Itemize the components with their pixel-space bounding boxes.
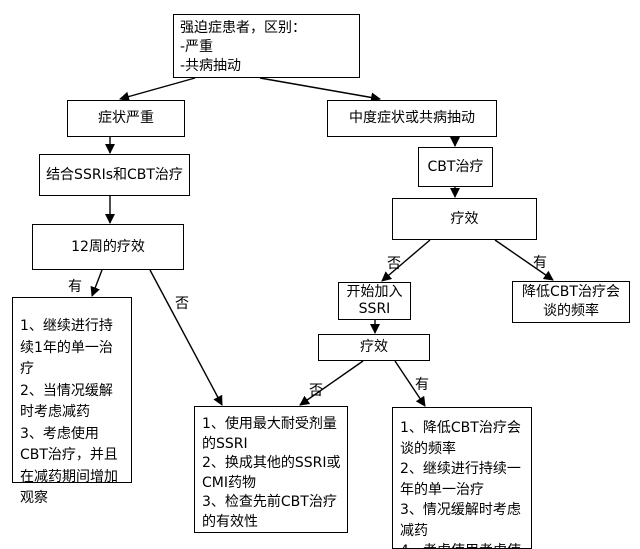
label-yes-2: 有 (533, 255, 547, 271)
edge-efficacy2-to-yes-right (394, 360, 426, 407)
label-no-1: 否 (175, 296, 189, 312)
edge-week12-to-no-mid (149, 269, 223, 406)
node-cbt: CBT治疗 (418, 147, 493, 187)
node-add-ssri: 开始加入SSRI (338, 282, 411, 320)
node-reduce-cbt: 降低CBT治疗会谈的频率 (512, 281, 630, 323)
node-week12: 12周的疗效 (32, 224, 184, 270)
node-combo: 结合SSRIs和CBT治疗 (39, 154, 190, 196)
edge-efficacy2-to-no-mid (299, 360, 364, 406)
node-start: 强迫症患者，区别： -严重 -共病抽动 (173, 14, 360, 78)
edge-efficacy1-to-reduce-cbt (494, 239, 554, 281)
node-yes-right: 1、降低CBT治疗会谈的频率 2、继续进行持续一年的单一治疗 3、情况缓解时考虑… (392, 407, 532, 549)
edge-week12-to-yes-left (90, 269, 103, 297)
node-severe: 症状严重 (67, 100, 185, 137)
node-no-mid: 1、使用最大耐受剂量的SSRI 2、换成其他的SSRI或CMI药物 3、检查先前… (194, 406, 348, 533)
edge-efficacy1-to-add-ssri (381, 239, 431, 282)
node-efficacy1: 疗效 (392, 198, 537, 240)
label-yes-1: 有 (68, 279, 82, 295)
label-no-2: 否 (387, 256, 401, 272)
node-moderate: 中度症状或共病抽动 (327, 100, 497, 137)
edge-start-to-severe (119, 77, 196, 102)
label-no-3: 否 (309, 383, 323, 399)
node-yes-left: 1、继续进行持续1年的单一治疗 2、当情况缓解时考虑减药 3、考虑使用CBT治疗… (12, 297, 132, 506)
label-yes-3: 有 (415, 377, 429, 393)
node-efficacy2: 疗效 (318, 334, 430, 361)
edge-start-to-moderate (259, 77, 381, 103)
